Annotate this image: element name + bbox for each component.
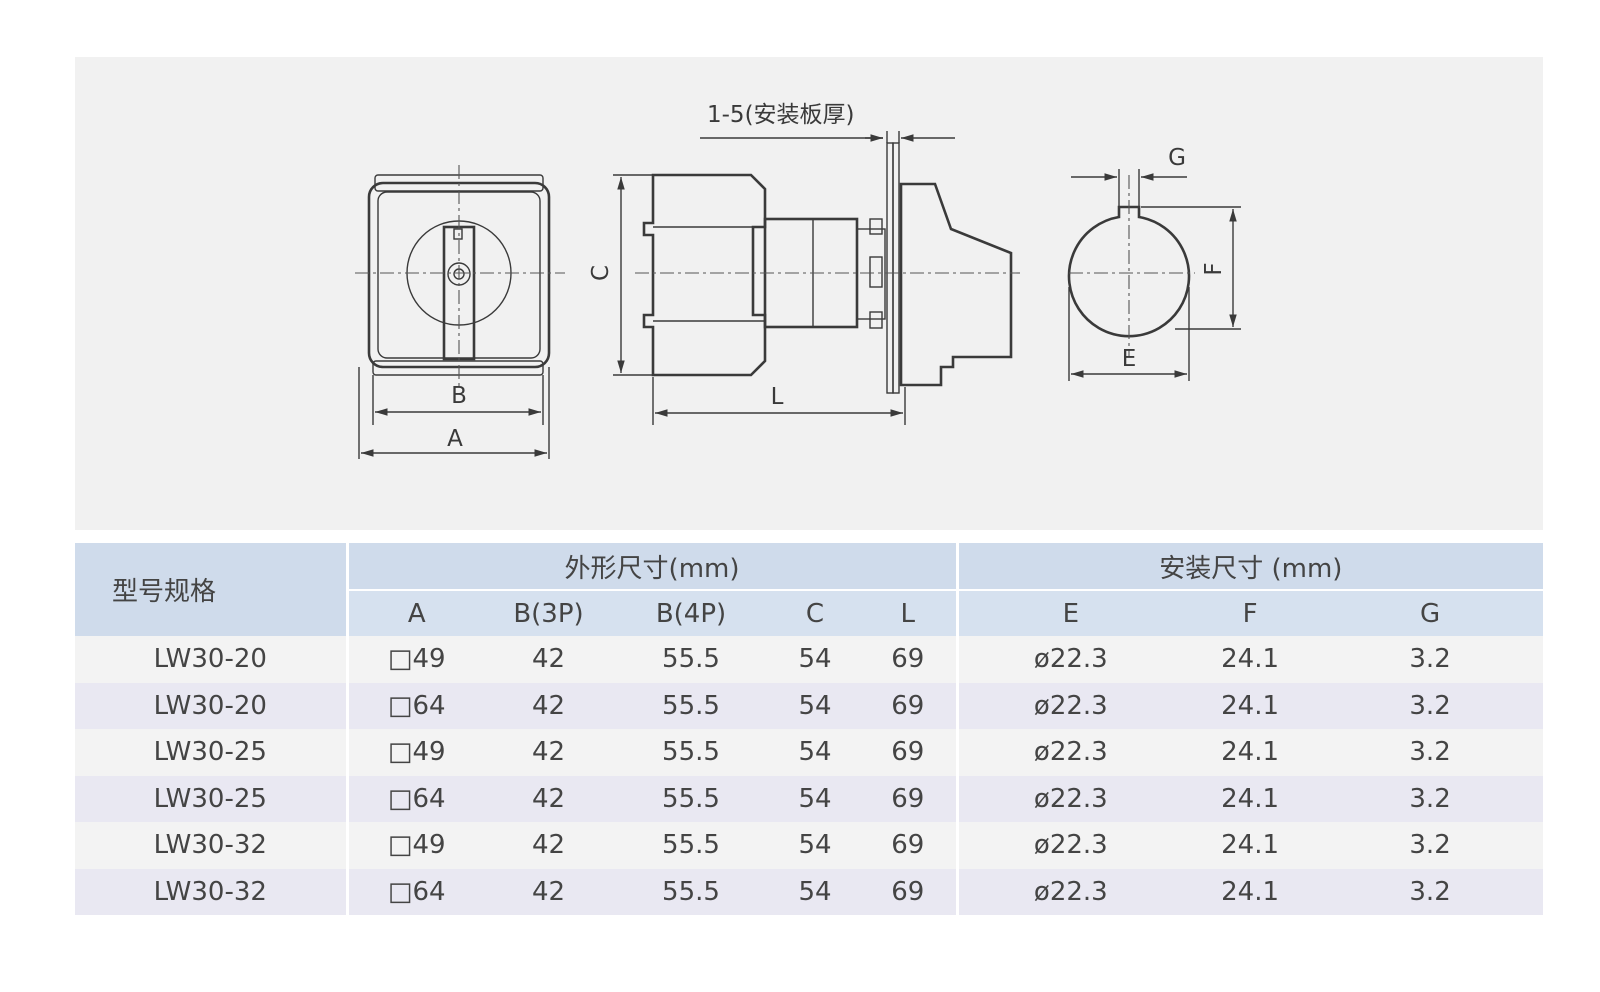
cell-a: □64	[345, 868, 485, 915]
cell-c: 54	[770, 775, 860, 822]
cell-c: 54	[770, 636, 860, 683]
side-view: C L 1-5(安装板厚)	[588, 102, 1020, 425]
dimension-spec-table: 型号规格 外形尺寸(mm) 安装尺寸 (mm) A B(3P) B(4P) C …	[75, 543, 1544, 915]
table-row: LW30-20 □64 42 55.5 54 69 ø22.3 24.1 3.2	[75, 682, 1544, 729]
col-header-a: A	[345, 590, 485, 636]
cell-l: 69	[860, 682, 958, 729]
table-row: LW30-32 □49 42 55.5 54 69 ø22.3 24.1 3.2	[75, 822, 1544, 869]
cell-l: 69	[860, 636, 958, 683]
cell-b-3p: 42	[485, 636, 612, 683]
cell-f: 24.1	[1183, 868, 1318, 915]
cell-l: 69	[860, 822, 958, 869]
cell-b-4p: 55.5	[612, 775, 770, 822]
col-header-c: C	[770, 590, 860, 636]
cell-f: 24.1	[1183, 822, 1318, 869]
cell-b-4p: 55.5	[612, 822, 770, 869]
col-header-f: F	[1183, 590, 1318, 636]
cell-model: LW30-32	[75, 868, 347, 915]
front-view: B A	[355, 165, 565, 459]
cell-g: 3.2	[1317, 729, 1544, 776]
mounting-hole-view: G F E	[1067, 145, 1241, 381]
cell-a: □64	[345, 775, 485, 822]
table-row: LW30-25 □64 42 55.5 54 69 ø22.3 24.1 3.2	[75, 775, 1544, 822]
cell-a: □64	[345, 682, 485, 729]
cell-f: 24.1	[1183, 682, 1318, 729]
cell-g: 3.2	[1317, 636, 1544, 683]
cell-b-3p: 42	[485, 868, 612, 915]
cell-c: 54	[770, 822, 860, 869]
header-model: 型号规格	[75, 543, 347, 636]
cell-g: 3.2	[1317, 682, 1544, 729]
cell-e: ø22.3	[955, 868, 1184, 915]
dim-a-label: A	[447, 426, 463, 452]
table-row: LW30-25 □49 42 55.5 54 69 ø22.3 24.1 3.2	[75, 729, 1544, 776]
cell-a: □49	[345, 822, 485, 869]
dim-g-label: G	[1168, 145, 1186, 171]
table-row: LW30-32 □64 42 55.5 54 69 ø22.3 24.1 3.2	[75, 868, 1544, 915]
col-header-g: G	[1317, 590, 1544, 636]
cell-b-3p: 42	[485, 729, 612, 776]
cell-b-3p: 42	[485, 682, 612, 729]
cell-e: ø22.3	[955, 822, 1184, 869]
cell-b-3p: 42	[485, 822, 612, 869]
col-header-b-4p: B(4P)	[612, 590, 770, 636]
cell-model: LW30-25	[75, 775, 347, 822]
dim-l-label: L	[771, 384, 784, 410]
cell-g: 3.2	[1317, 868, 1544, 915]
cell-a: □49	[345, 636, 485, 683]
dim-b-label: B	[451, 383, 467, 409]
cell-model: LW30-25	[75, 729, 347, 776]
cell-f: 24.1	[1183, 636, 1318, 683]
cell-c: 54	[770, 868, 860, 915]
cell-c: 54	[770, 729, 860, 776]
cell-e: ø22.3	[955, 682, 1184, 729]
col-header-e: E	[955, 590, 1184, 636]
plate-thickness-label: 1-5(安装板厚)	[707, 102, 855, 128]
cell-b-4p: 55.5	[612, 729, 770, 776]
cell-e: ø22.3	[955, 729, 1184, 776]
dim-f-label: F	[1201, 262, 1227, 275]
header-outline-dimensions: 外形尺寸(mm)	[345, 543, 958, 591]
cell-e: ø22.3	[955, 636, 1184, 683]
header-mounting-dimensions: 安装尺寸 (mm)	[955, 543, 1544, 591]
cell-f: 24.1	[1183, 775, 1318, 822]
cell-b-3p: 42	[485, 775, 612, 822]
dim-c-label: C	[588, 265, 614, 281]
cell-b-4p: 55.5	[612, 636, 770, 683]
cell-e: ø22.3	[955, 775, 1184, 822]
cell-b-4p: 55.5	[612, 868, 770, 915]
dimension-drawing: B A	[355, 102, 1241, 459]
cell-model: LW30-32	[75, 822, 347, 869]
col-header-b-3p: B(3P)	[485, 590, 612, 636]
cell-g: 3.2	[1317, 822, 1544, 869]
cell-l: 69	[860, 868, 958, 915]
cell-f: 24.1	[1183, 729, 1318, 776]
cell-l: 69	[860, 775, 958, 822]
cell-b-4p: 55.5	[612, 682, 770, 729]
col-header-l: L	[860, 590, 958, 636]
cell-g: 3.2	[1317, 775, 1544, 822]
table-row: LW30-20 □49 42 55.5 54 69 ø22.3 24.1 3.2	[75, 636, 1544, 683]
cell-model: LW30-20	[75, 636, 347, 683]
cell-model: LW30-20	[75, 682, 347, 729]
dimension-drawing-panel: B A	[75, 57, 1543, 530]
dim-e-label: E	[1122, 346, 1137, 372]
cell-l: 69	[860, 729, 958, 776]
cell-a: □49	[345, 729, 485, 776]
cell-c: 54	[770, 682, 860, 729]
